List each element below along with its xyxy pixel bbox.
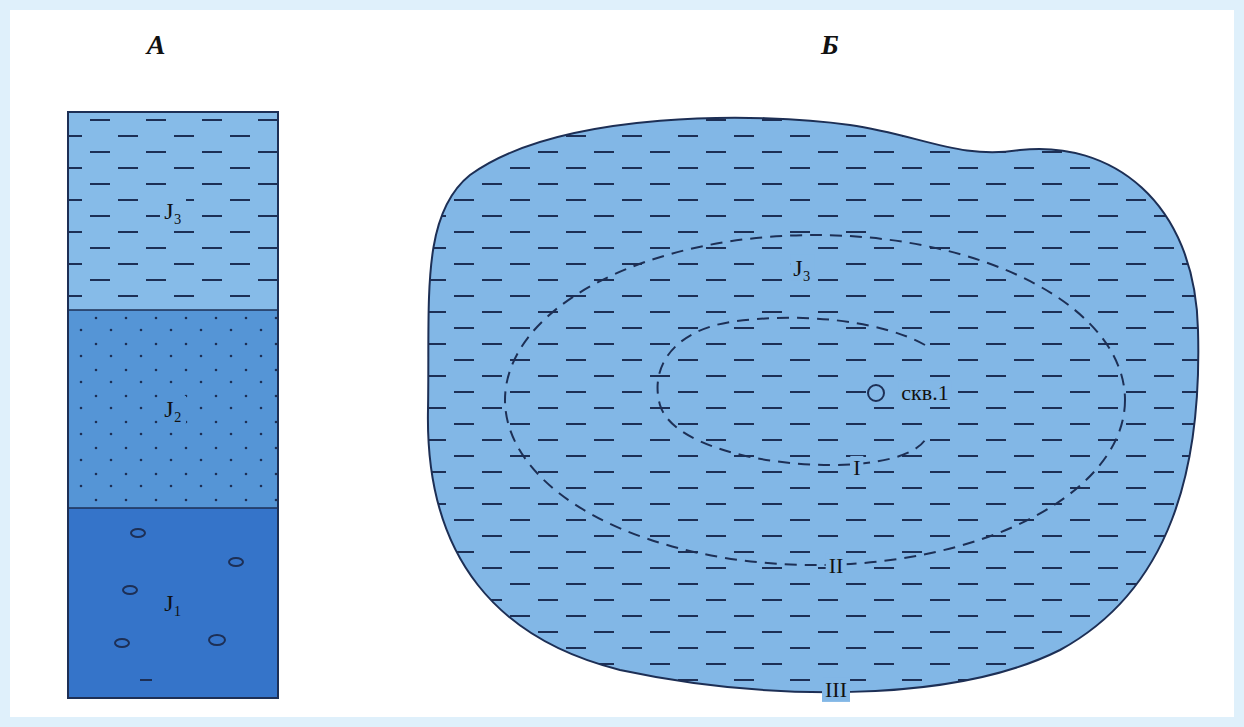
layer-boundary <box>68 309 278 311</box>
sand-layer: J₂ <box>68 310 278 508</box>
isoline-number: I <box>850 456 863 480</box>
panel <box>10 10 1234 717</box>
layer-label: J₃ <box>160 198 186 225</box>
clay-hatch <box>68 112 278 310</box>
clay-layer: J₃ <box>68 112 278 310</box>
isoline-number: III <box>822 678 850 702</box>
stratum-index: J₃ <box>790 255 814 281</box>
layer-label: J₁ <box>160 590 186 617</box>
layer-fill <box>68 112 278 310</box>
isoline <box>505 235 1125 565</box>
layer-fill <box>68 508 278 698</box>
column-outline <box>68 112 278 698</box>
sand-dots <box>68 310 278 508</box>
panel-letter: Б <box>818 30 842 61</box>
isoline-number: II <box>826 554 847 578</box>
layer-label: J₂ <box>160 396 186 423</box>
pebble-symbols <box>115 529 243 680</box>
isoline <box>658 318 925 465</box>
layer-boundary <box>68 507 278 509</box>
borehole-symbol <box>868 385 884 401</box>
layer-fill <box>68 310 278 508</box>
gravel-layer: J₁ <box>68 508 278 698</box>
borehole-label: скв.1 <box>898 381 951 405</box>
clay-hatch <box>428 118 1198 692</box>
map-area <box>428 118 1198 692</box>
panel-letter: А <box>144 30 169 61</box>
